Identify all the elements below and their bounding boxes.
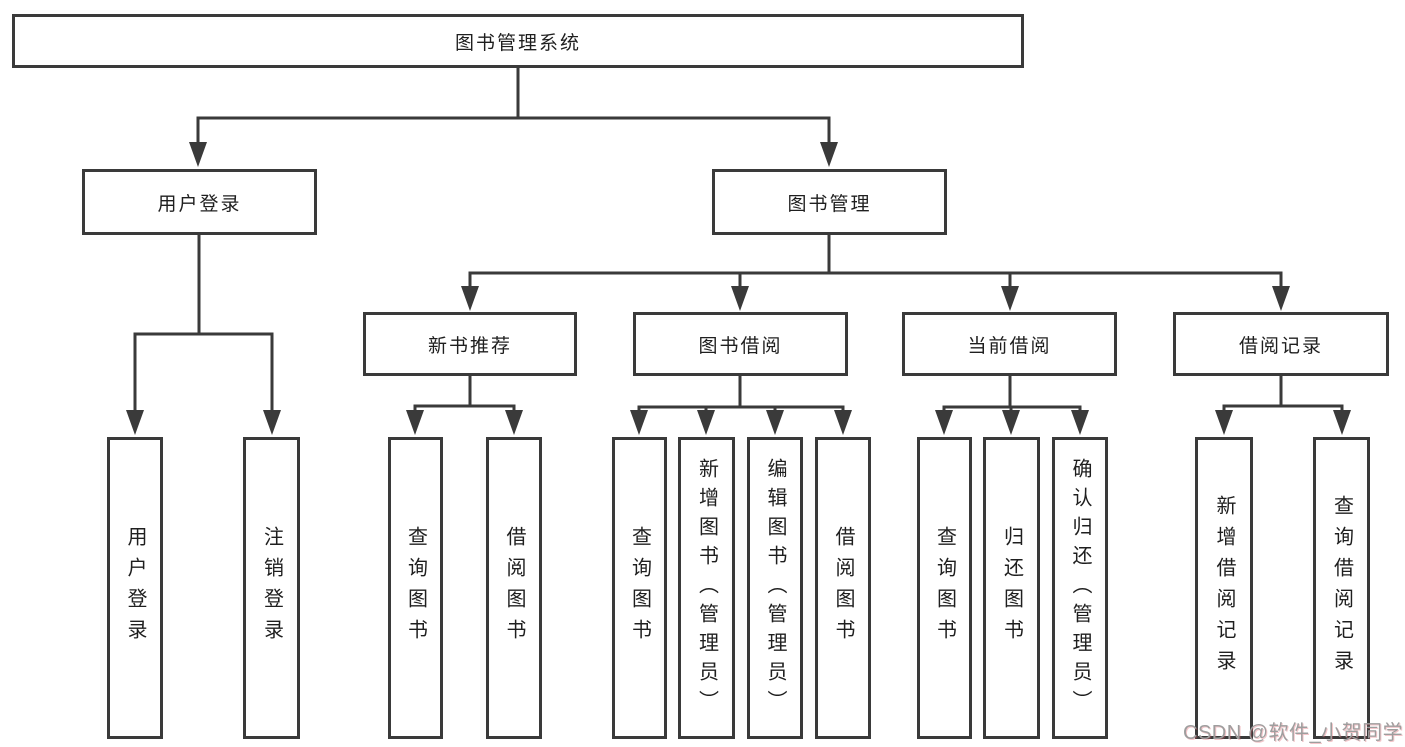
node-new-book-recommendation: 新书推荐 [363,312,577,376]
node-label: 查询借阅记录 [1330,495,1353,681]
node-label: 用户登录 [157,193,242,215]
leaf-borrow-books-recommend: 借阅图书 [486,437,542,739]
leaf-user-login: 用户登录 [107,437,163,739]
node-label: 查询图书 [933,526,956,650]
leaf-add-borrow-record: 新增借阅记录 [1195,437,1253,739]
node-library-management-system: 图书管理系统 [12,14,1024,68]
leaf-query-borrow-record: 查询借阅记录 [1313,437,1370,739]
node-current-borrowing: 当前借阅 [902,312,1117,376]
node-label: 借阅记录 [1238,335,1323,357]
node-label: 查询图书 [628,526,651,650]
leaf-add-book-admin: 新增图书（管理员） [678,437,735,739]
node-label: 新书推荐 [427,335,512,357]
node-label: 图书管理系统 [454,32,581,54]
leaf-query-books-recommend: 查询图书 [388,437,443,739]
leaf-query-books-borrow: 查询图书 [612,437,667,739]
node-book-management: 图书管理 [712,169,947,235]
node-user-login: 用户登录 [82,169,317,235]
node-label: 图书借阅 [698,335,783,357]
node-label: 借阅图书 [832,526,854,650]
node-label: 查询图书 [404,526,427,650]
node-label: 当前借阅 [967,335,1052,357]
leaf-query-books-current: 查询图书 [917,437,972,739]
node-book-borrowing: 图书借阅 [633,312,848,376]
csdn-watermark: CSDN @软件_小贺同学 [1183,722,1404,744]
leaf-return-book: 归还图书 [983,437,1040,739]
node-label: 确认归还（管理员） [1069,457,1091,719]
node-label: 新增图书（管理员） [695,457,718,719]
node-label: 新增借阅记录 [1213,495,1235,681]
leaf-confirm-return-admin: 确认归还（管理员） [1052,437,1108,739]
node-label: 编辑图书（管理员） [764,457,786,719]
node-label: 归还图书 [1000,526,1023,650]
node-label: 用户登录 [124,526,146,650]
leaf-borrow-books: 借阅图书 [815,437,871,739]
node-label: 图书管理 [787,193,872,215]
arrowheads [126,142,1351,435]
leaf-edit-book-admin: 编辑图书（管理员） [747,437,803,739]
node-label: 注销登录 [260,526,283,650]
node-borrowing-records: 借阅记录 [1173,312,1389,376]
leaf-logout: 注销登录 [243,437,300,739]
node-label: 借阅图书 [503,526,525,650]
